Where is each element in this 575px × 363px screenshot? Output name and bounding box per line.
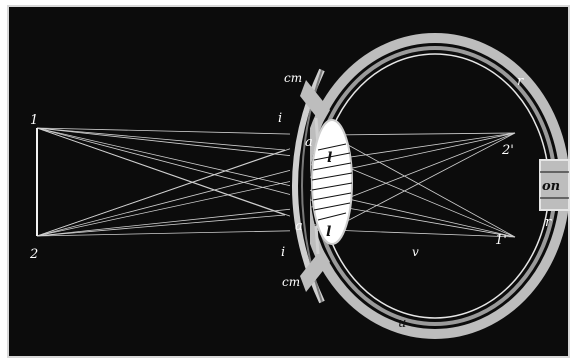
label-image-top: 2' [501, 143, 514, 158]
label-iris-bottom: i [281, 245, 285, 260]
label-choroid: u [398, 316, 406, 331]
label-lens-bottom: l [326, 224, 331, 240]
label-vitreous: v [412, 245, 419, 259]
label-optic-nerve: on [542, 179, 560, 194]
label-lens-top: l [327, 150, 332, 166]
label-aqueous-bottom: a [295, 219, 303, 234]
label-object-top: 1 [30, 113, 38, 128]
iris-bottom [316, 226, 318, 254]
crystalline-lens [312, 120, 352, 244]
label-ciliary-top: cm [284, 71, 302, 85]
label-object-bottom: 2 [29, 247, 38, 262]
label-aqueous-top: a [305, 135, 313, 150]
label-iris-top: i [278, 111, 282, 126]
label-retina-top: r [517, 74, 524, 89]
label-ciliary-bottom: cm [282, 275, 300, 289]
label-image-bottom: 1' [495, 233, 507, 248]
label-retina-right: r [545, 215, 552, 230]
